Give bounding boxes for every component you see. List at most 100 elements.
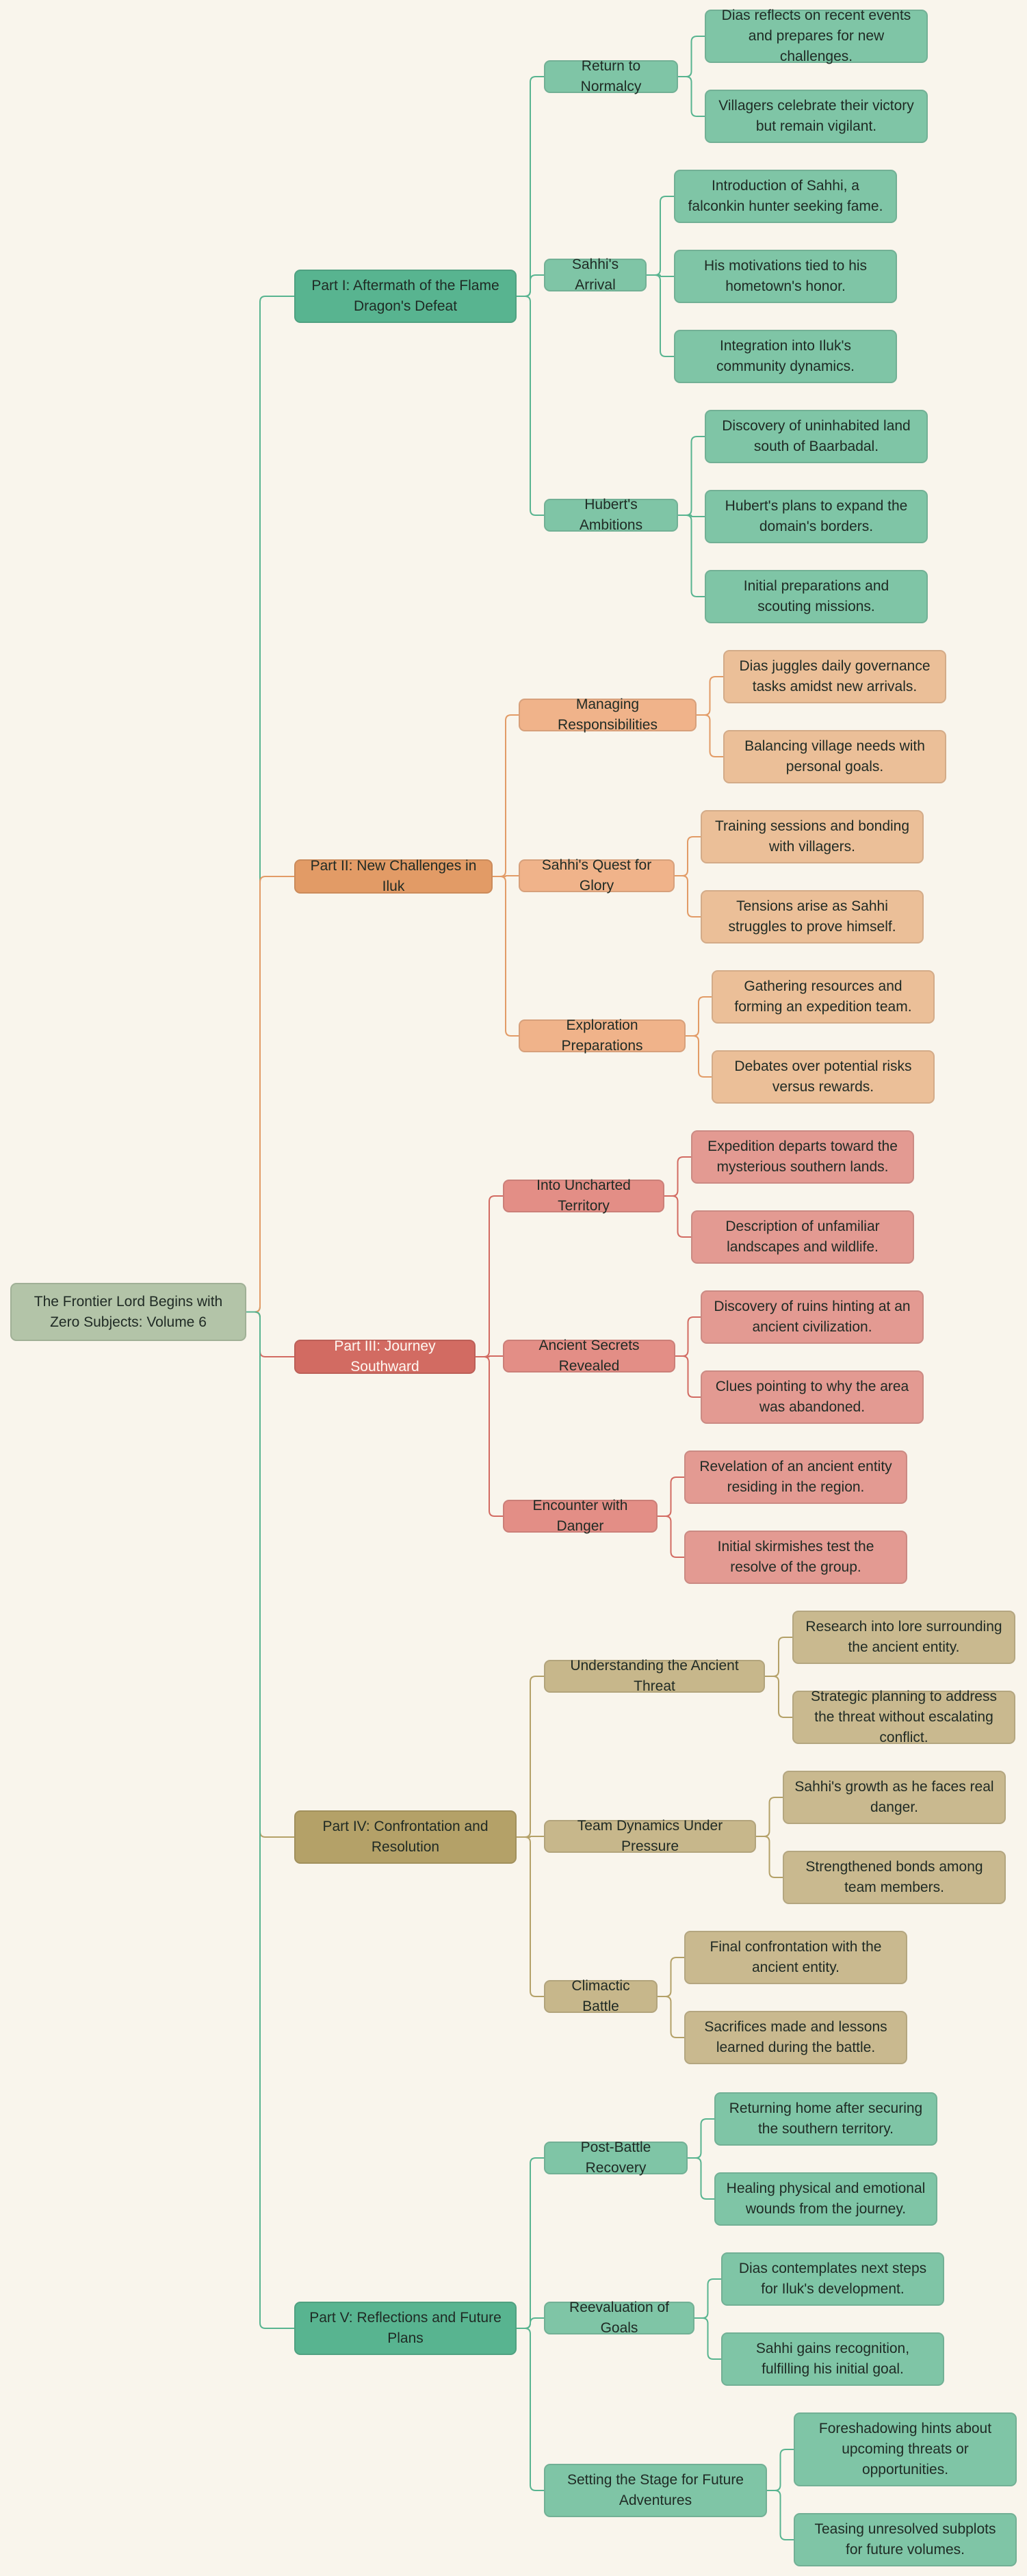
item-label: Sacrifices made and lessons learned duri… bbox=[704, 2019, 887, 2055]
link-section-4-2-item-2 bbox=[756, 1836, 783, 1878]
part-2-node[interactable]: Part II: New Challenges in Iluk bbox=[294, 858, 493, 894]
item-label: Dias contemplates next steps for Iluk's … bbox=[738, 2261, 927, 2297]
item-label: Research into lore surrounding the ancie… bbox=[805, 1619, 1002, 1655]
section-label: Hubert's Ambitions bbox=[579, 497, 643, 533]
section-5-1-node[interactable]: Post-Battle Recovery bbox=[544, 2139, 688, 2176]
item-label: Strengthened bonds among team members. bbox=[805, 1859, 983, 1895]
item-2-3-1[interactable]: Gathering resources and forming an exped… bbox=[712, 970, 935, 1024]
link-section-3-2-item-2 bbox=[675, 1355, 701, 1398]
item-1-1-2[interactable]: Villagers celebrate their victory but re… bbox=[705, 90, 928, 143]
item-3-1-2[interactable]: Description of unfamiliar landscapes and… bbox=[691, 1210, 914, 1264]
item-3-2-2[interactable]: Clues pointing to why the area was aband… bbox=[701, 1370, 924, 1424]
section-1-1-node[interactable]: Return to Normalcy bbox=[544, 58, 678, 94]
item-4-2-1[interactable]: Sahhi's growth as he faces real danger. bbox=[783, 1771, 1006, 1824]
section-1-2-node[interactable]: Sahhi's Arrival bbox=[544, 257, 647, 293]
part-1-node[interactable]: Part I: Aftermath of the Flame Dragon's … bbox=[294, 270, 517, 323]
link-part-4-section-3 bbox=[517, 1836, 544, 1997]
item-label: Revelation of an ancient entity residing… bbox=[699, 1459, 892, 1495]
section-1-3-node[interactable]: Hubert's Ambitions bbox=[544, 497, 678, 533]
item-1-3-1[interactable]: Discovery of uninhabited land south of B… bbox=[705, 410, 928, 463]
item-label: Teasing unresolved subplots for future v… bbox=[814, 2521, 996, 2558]
item-label: Gathering resources and forming an exped… bbox=[734, 978, 912, 1015]
item-5-3-1[interactable]: Foreshadowing hints about upcoming threa… bbox=[794, 2412, 1017, 2486]
section-3-1-node[interactable]: Into Uncharted Territory bbox=[503, 1178, 664, 1214]
item-3-3-2[interactable]: Initial skirmishes test the resolve of t… bbox=[684, 1531, 907, 1584]
section-2-2-node[interactable]: Sahhi's Quest for Glory bbox=[519, 857, 675, 894]
link-part-5-section-3 bbox=[517, 2328, 544, 2491]
item-2-1-2[interactable]: Balancing village needs with personal go… bbox=[723, 730, 946, 783]
item-1-2-3[interactable]: Integration into Iluk's community dynami… bbox=[674, 330, 897, 383]
section-2-1-node[interactable]: Managing Responsibilities bbox=[519, 697, 697, 733]
section-label: Climactic Battle bbox=[571, 1978, 630, 2014]
link-section-1-1-item-1 bbox=[678, 36, 705, 77]
item-label: Returning home after securing the southe… bbox=[729, 2100, 923, 2137]
item-5-2-2[interactable]: Sahhi gains recognition, fulfilling his … bbox=[721, 2332, 944, 2386]
section-3-2-node[interactable]: Ancient Secrets Revealed bbox=[503, 1338, 675, 1374]
link-section-1-2-item-2 bbox=[647, 274, 674, 277]
item-5-2-1[interactable]: Dias contemplates next steps for Iluk's … bbox=[721, 2252, 944, 2306]
item-label: Villagers celebrate their victory but re… bbox=[718, 98, 914, 134]
item-1-2-2[interactable]: His motivations tied to his hometown's h… bbox=[674, 250, 897, 303]
item-label: Sahhi's growth as he faces real danger. bbox=[794, 1779, 994, 1815]
link-section-2-2-item-2 bbox=[675, 875, 701, 918]
item-2-2-1[interactable]: Training sessions and bonding with villa… bbox=[701, 810, 924, 863]
link-root-part-1 bbox=[246, 296, 294, 1313]
item-1-2-1[interactable]: Introduction of Sahhi, a falconkin hunte… bbox=[674, 170, 897, 223]
link-part-3-section-3 bbox=[476, 1356, 503, 1517]
link-section-4-2-item-1 bbox=[756, 1797, 783, 1837]
root-label: The Frontier Lord Begins with Zero Subje… bbox=[34, 1293, 223, 1330]
item-label: Hubert's plans to expand the domain's bo… bbox=[725, 498, 908, 534]
part-5-node[interactable]: Part V: Reflections and Future Plans bbox=[294, 2302, 517, 2355]
link-section-3-3-item-1 bbox=[658, 1476, 684, 1517]
item-4-1-2[interactable]: Strategic planning to address the threat… bbox=[792, 1689, 1015, 1745]
link-part-1-section-3 bbox=[517, 296, 544, 516]
item-label: Dias reflects on recent events and prepa… bbox=[721, 8, 911, 64]
section-4-3-node[interactable]: Climactic Battle bbox=[544, 1978, 658, 2014]
item-4-1-1[interactable]: Research into lore surrounding the ancie… bbox=[792, 1611, 1015, 1664]
item-3-1-1[interactable]: Expedition departs toward the mysterious… bbox=[691, 1130, 914, 1184]
link-part-4-section-1 bbox=[517, 1676, 544, 1838]
section-5-2-node[interactable]: Reevaluation of Goals bbox=[544, 2300, 694, 2336]
item-label: Introduction of Sahhi, a falconkin hunte… bbox=[688, 178, 883, 214]
item-label: Final confrontation with the ancient ent… bbox=[710, 1939, 882, 1975]
link-section-3-2-item-1 bbox=[675, 1316, 701, 1357]
part-4-node[interactable]: Part IV: Confrontation and Resolution bbox=[294, 1810, 517, 1864]
section-label: Sahhi's Arrival bbox=[571, 257, 619, 293]
link-part-3-section-1 bbox=[476, 1195, 503, 1357]
item-4-3-2[interactable]: Sacrifices made and lessons learned duri… bbox=[684, 2011, 907, 2064]
item-2-2-2[interactable]: Tensions arise as Sahhi struggles to pro… bbox=[701, 890, 924, 944]
item-5-1-1[interactable]: Returning home after securing the southe… bbox=[714, 2092, 937, 2146]
section-2-3-node[interactable]: Exploration Preparations bbox=[519, 1017, 686, 1054]
section-4-1-node[interactable]: Understanding the Ancient Threat bbox=[544, 1658, 765, 1694]
link-section-3-3-item-2 bbox=[658, 1515, 684, 1558]
item-5-1-2[interactable]: Healing physical and emotional wounds fr… bbox=[714, 2172, 937, 2226]
part-3-label: Part III: Journey Southward bbox=[334, 1338, 436, 1375]
item-label: Training sessions and bonding with villa… bbox=[714, 818, 910, 855]
section-label: Managing Responsibilities bbox=[558, 697, 658, 733]
item-2-3-2[interactable]: Debates over potential risks versus rewa… bbox=[712, 1050, 935, 1104]
item-1-1-1[interactable]: Dias reflects on recent events and prepa… bbox=[705, 8, 928, 64]
item-4-3-1[interactable]: Final confrontation with the ancient ent… bbox=[684, 1931, 907, 1984]
item-5-3-2[interactable]: Teasing unresolved subplots for future v… bbox=[794, 2513, 1017, 2566]
root-node[interactable]: The Frontier Lord Begins with Zero Subje… bbox=[10, 1283, 246, 1341]
item-1-3-3[interactable]: Initial preparations and scouting missio… bbox=[705, 570, 928, 623]
item-3-3-1[interactable]: Revelation of an ancient entity residing… bbox=[684, 1450, 907, 1504]
item-label: Initial preparations and scouting missio… bbox=[743, 578, 889, 614]
item-3-2-1[interactable]: Discovery of ruins hinting at an ancient… bbox=[701, 1290, 924, 1344]
link-root-part-4 bbox=[246, 1311, 294, 1838]
part-3-node[interactable]: Part III: Journey Southward bbox=[294, 1338, 476, 1375]
item-label: Expedition departs toward the mysterious… bbox=[707, 1139, 898, 1175]
section-5-3-node[interactable]: Setting the Stage for Future Adventures bbox=[544, 2464, 767, 2517]
section-label: Setting the Stage for Future Adventures bbox=[567, 2472, 744, 2508]
item-label: His motivations tied to his hometown's h… bbox=[703, 258, 868, 294]
section-4-2-node[interactable]: Team Dynamics Under Pressure bbox=[544, 1818, 756, 1854]
item-label: Clues pointing to why the area was aband… bbox=[715, 1379, 909, 1415]
section-3-3-node[interactable]: Encounter with Danger bbox=[503, 1498, 658, 1534]
item-1-3-2[interactable]: Hubert's plans to expand the domain's bo… bbox=[705, 490, 928, 543]
link-section-5-1-item-1 bbox=[688, 2118, 714, 2159]
item-2-1-1[interactable]: Dias juggles daily governance tasks amid… bbox=[723, 650, 946, 703]
link-section-2-3-item-2 bbox=[686, 1035, 712, 1078]
item-label: Tensions arise as Sahhi struggles to pro… bbox=[728, 898, 896, 935]
link-section-3-1-item-2 bbox=[664, 1195, 691, 1238]
item-4-2-2[interactable]: Strengthened bonds among team members. bbox=[783, 1851, 1006, 1904]
